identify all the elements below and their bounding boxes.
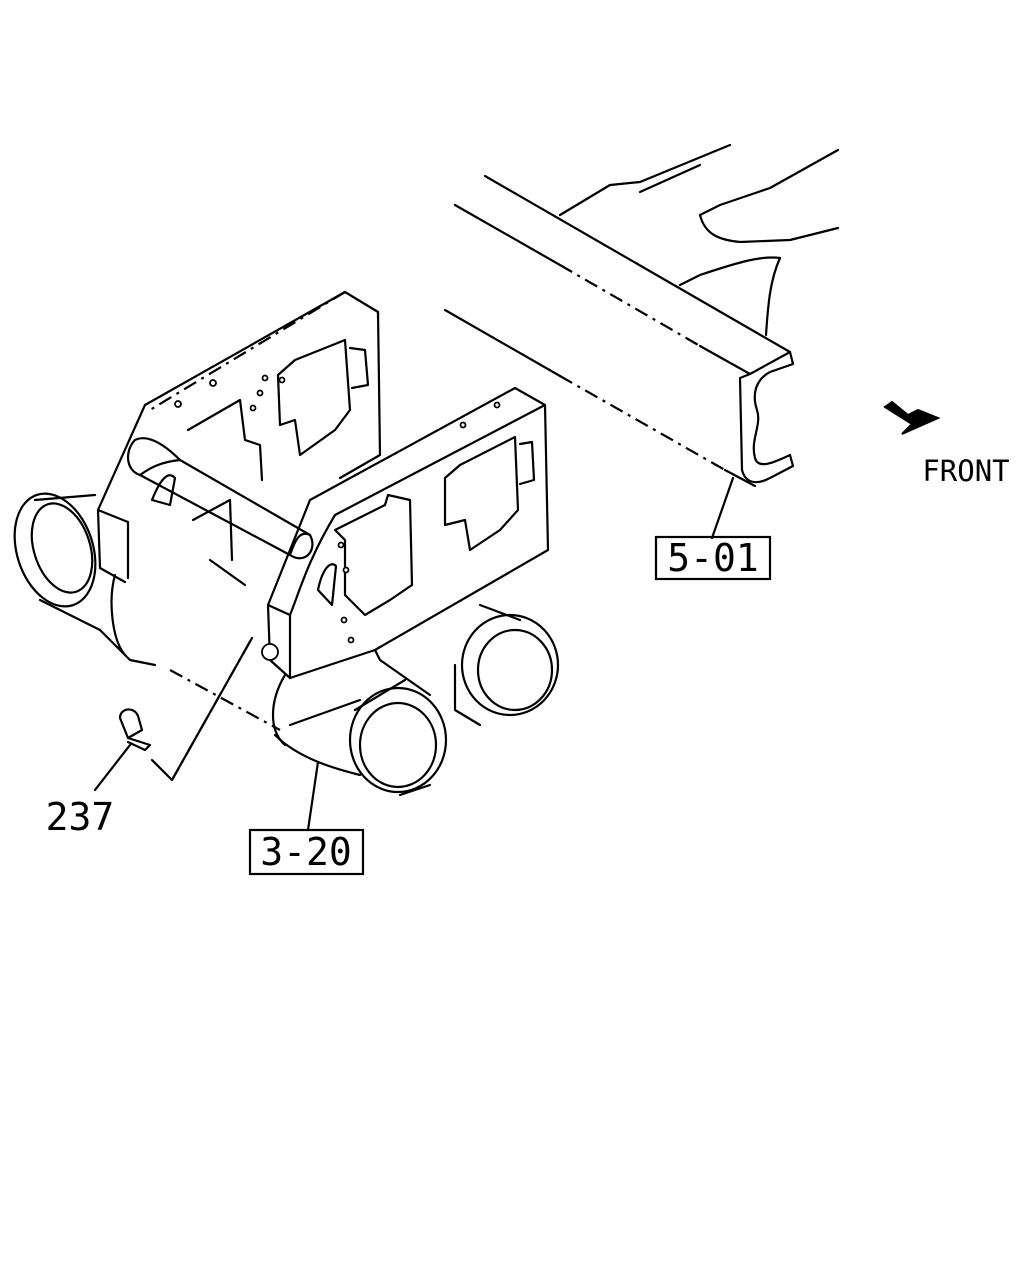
part-number-label: 237 [46, 795, 115, 839]
callout-bracket: 3-20 [248, 828, 365, 876]
arrow-icon [883, 400, 941, 435]
grease-nipple-part [93, 636, 254, 792]
callout-bracket-label: 3-20 [260, 830, 352, 874]
cross-tube [127, 437, 314, 560]
leader-frame [710, 476, 735, 540]
callout-frame: 5-01 [654, 535, 772, 581]
leader-bracket [306, 760, 320, 832]
front-indicator: FRONT [883, 400, 1010, 488]
bracket-front [261, 386, 550, 680]
frame-rail [443, 143, 840, 488]
callout-frame-label: 5-01 [667, 536, 759, 580]
front-label: FRONT [922, 454, 1009, 488]
bracket-rear [96, 290, 382, 584]
trunnion-shafts [13, 492, 560, 797]
